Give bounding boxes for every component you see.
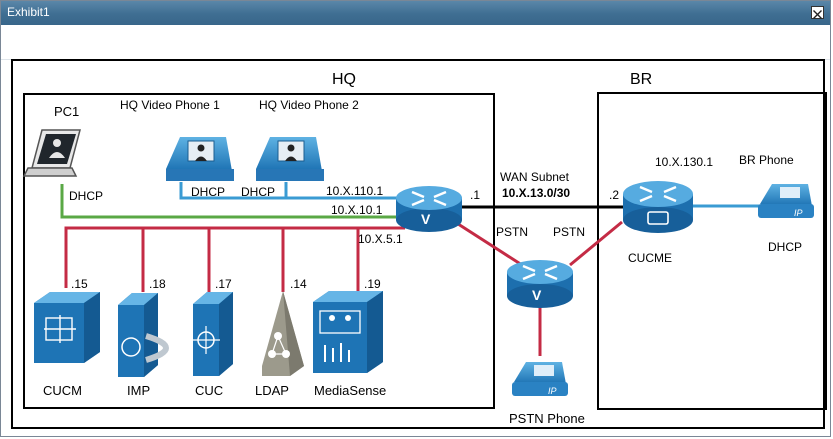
mediasense-label: MediaSense bbox=[314, 383, 386, 398]
br-site-box bbox=[597, 92, 827, 410]
window-title: Exhibit1 bbox=[7, 5, 50, 19]
hq-video-phone-2-icon[interactable] bbox=[256, 137, 324, 181]
title-bar[interactable]: Exhibit1 bbox=[1, 1, 830, 25]
hq-video-phone-1-icon[interactable] bbox=[166, 137, 234, 181]
pstn-phone-icon[interactable]: IP bbox=[512, 362, 568, 396]
toolbar-strip bbox=[1, 25, 830, 60]
hq-site-label: HQ bbox=[332, 71, 356, 88]
br-wan-address: .2 bbox=[609, 188, 619, 202]
imp-address: .18 bbox=[149, 277, 166, 291]
hq-voice-subnet-label: 10.X.110.1 bbox=[326, 184, 383, 198]
hq-wan-address: .1 bbox=[470, 188, 480, 202]
cucme-router-icon[interactable] bbox=[623, 181, 693, 233]
br-site-label: BR bbox=[630, 71, 652, 88]
br-subnet-label: 10.X.130.1 bbox=[655, 155, 713, 169]
video-phone-1-label: HQ Video Phone 1 bbox=[120, 98, 220, 112]
br-pstn-label: PSTN bbox=[553, 225, 585, 239]
server-vlan-link bbox=[64, 226, 405, 288]
pc1-label: PC1 bbox=[54, 104, 79, 119]
ldap-label: LDAP bbox=[255, 383, 289, 398]
pstn-router-icon[interactable]: V bbox=[507, 260, 573, 308]
svg-text:IP: IP bbox=[548, 386, 557, 396]
svg-text:V: V bbox=[421, 211, 431, 227]
video-phone-1-dhcp: DHCP bbox=[191, 185, 225, 199]
cucm-label: CUCM bbox=[43, 383, 82, 398]
cucme-label: CUCME bbox=[628, 251, 672, 265]
svg-text:IP: IP bbox=[794, 208, 803, 218]
outer-frame bbox=[11, 59, 825, 429]
cucm-server-icon[interactable] bbox=[34, 292, 100, 363]
voice-vlan-link bbox=[179, 182, 288, 200]
mediasense-server-icon[interactable] bbox=[313, 291, 383, 373]
imp-server-icon[interactable] bbox=[118, 293, 169, 377]
cuc-label: CUC bbox=[195, 383, 223, 398]
close-icon bbox=[813, 10, 822, 19]
data-vlan-link bbox=[60, 184, 430, 219]
br-pstn-link bbox=[569, 220, 623, 267]
br-phone-icon[interactable]: IP bbox=[758, 184, 814, 218]
pc1-laptop-icon[interactable] bbox=[22, 129, 81, 177]
ldap-address: .14 bbox=[290, 277, 307, 291]
hq-pstn-label: PSTN bbox=[496, 225, 528, 239]
br-phone-label: BR Phone bbox=[739, 153, 794, 167]
hq-server-subnet-label: 10.X.5.1 bbox=[358, 232, 403, 246]
svg-text:V: V bbox=[532, 287, 542, 303]
hq-pstn-link bbox=[454, 220, 523, 267]
close-button[interactable] bbox=[811, 6, 824, 19]
cuc-server-icon[interactable] bbox=[192, 292, 233, 376]
mediasense-address: .19 bbox=[364, 277, 381, 291]
ldap-server-icon[interactable] bbox=[262, 291, 304, 376]
cuc-address: .17 bbox=[215, 277, 232, 291]
hq-router-icon[interactable]: V bbox=[396, 186, 462, 232]
video-phone-2-dhcp: DHCP bbox=[241, 185, 275, 199]
pstn-phone-label: PSTN Phone bbox=[509, 411, 585, 426]
cucm-address: .15 bbox=[71, 277, 88, 291]
video-phone-2-label: HQ Video Phone 2 bbox=[259, 98, 359, 112]
pc1-dhcp-label: DHCP bbox=[69, 189, 103, 203]
wan-subnet-value: 10.X.13.0/30 bbox=[502, 186, 570, 200]
hq-site-box bbox=[23, 93, 495, 409]
wan-subnet-title: WAN Subnet bbox=[500, 170, 570, 184]
hq-data-subnet-label: 10.X.10.1 bbox=[331, 203, 383, 217]
br-phone-dhcp: DHCP bbox=[768, 240, 802, 254]
imp-label: IMP bbox=[127, 383, 150, 398]
